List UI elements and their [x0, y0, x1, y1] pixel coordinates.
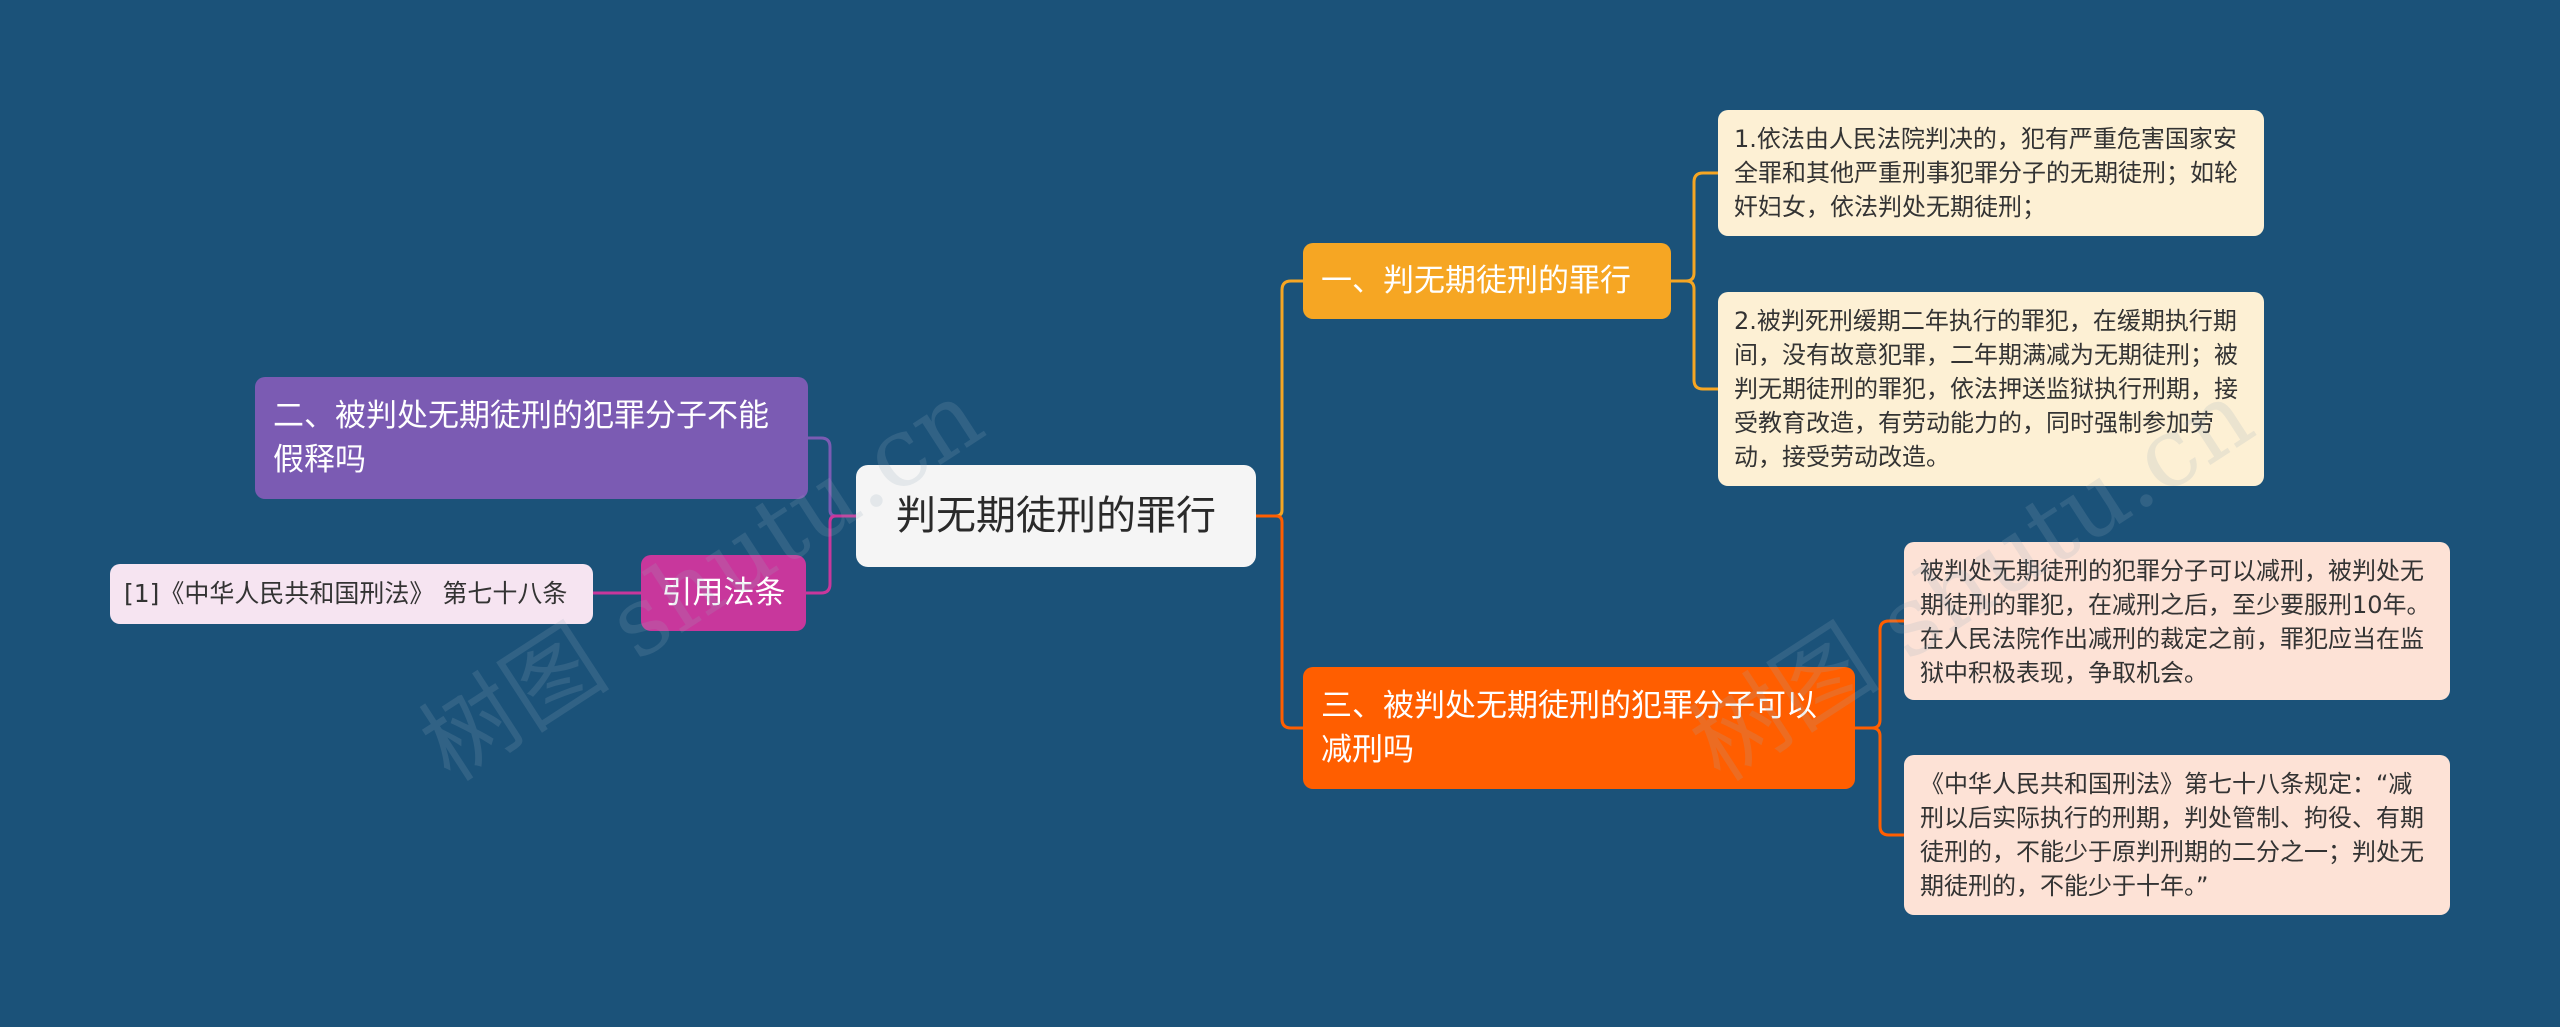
reduce-item-2-text: 《中华人民共和国刑法》第七十八条规定：“减刑以后实际执行的刑期，判处管制、拘役、…	[1920, 770, 2424, 901]
crime-item-1[interactable]: 1.依法由人民法院判决的，犯有严重危害国家安全罪和其他严重刑事犯罪分子的无期徒刑…	[1718, 110, 2264, 236]
law-item-1[interactable]: [1]《中华人民共和国刑法》 第七十八条	[110, 564, 593, 624]
branch-crime-label: 一、判无期徒刑的罪行	[1321, 262, 1631, 299]
link-root-crime	[1256, 279, 1303, 518]
reduce-item-1-text: 被判处无期徒刑的犯罪分子可以减刑，被判处无期徒刑的罪犯，在减刑之后，至少要服刑1…	[1920, 557, 2431, 688]
root-node[interactable]: 判无期徒刑的罪行	[856, 465, 1256, 567]
branch-law-node[interactable]: 引用法条	[641, 555, 806, 631]
branch-law-label: 引用法条	[661, 574, 786, 611]
link-root-reduce	[1256, 514, 1303, 730]
crime-item-2[interactable]: 2.被判死刑缓期二年执行的罪犯，在缓期执行期间，没有故意犯罪，二年期满减为无期徒…	[1718, 292, 2264, 486]
link-reduce-item1	[1855, 619, 1904, 730]
branch-crime-node[interactable]: 一、判无期徒刑的罪行	[1303, 243, 1671, 319]
crime-item-2-text: 2.被判死刑缓期二年执行的罪犯，在缓期执行期间，没有故意犯罪，二年期满减为无期徒…	[1734, 307, 2238, 472]
branch-reduce-node[interactable]: 三、被判处无期徒刑的犯罪分子可以减刑吗	[1303, 667, 1855, 789]
link-crime-item2	[1671, 279, 1718, 391]
branch-reduce-label: 三、被判处无期徒刑的犯罪分子可以减刑吗	[1321, 687, 1817, 768]
reduce-item-2[interactable]: 《中华人民共和国刑法》第七十八条规定：“减刑以后实际执行的刑期，判处管制、拘役、…	[1904, 755, 2450, 915]
reduce-item-1[interactable]: 被判处无期徒刑的犯罪分子可以减刑，被判处无期徒刑的罪犯，在减刑之后，至少要服刑1…	[1904, 542, 2450, 700]
link-reduce-item2	[1855, 726, 1904, 837]
branch-parole-label: 二、被判处无期徒刑的犯罪分子不能假释吗	[273, 397, 769, 478]
branch-parole-node[interactable]: 二、被判处无期徒刑的犯罪分子不能假释吗	[255, 377, 808, 499]
crime-item-1-text: 1.依法由人民法院判决的，犯有严重危害国家安全罪和其他严重刑事犯罪分子的无期徒刑…	[1734, 125, 2238, 222]
root-label: 判无期徒刑的罪行	[896, 492, 1216, 539]
link-root-law	[806, 514, 1256, 595]
law-item-1-text: [1]《中华人民共和国刑法》 第七十八条	[124, 579, 568, 609]
link-crime-item1	[1671, 171, 1718, 283]
